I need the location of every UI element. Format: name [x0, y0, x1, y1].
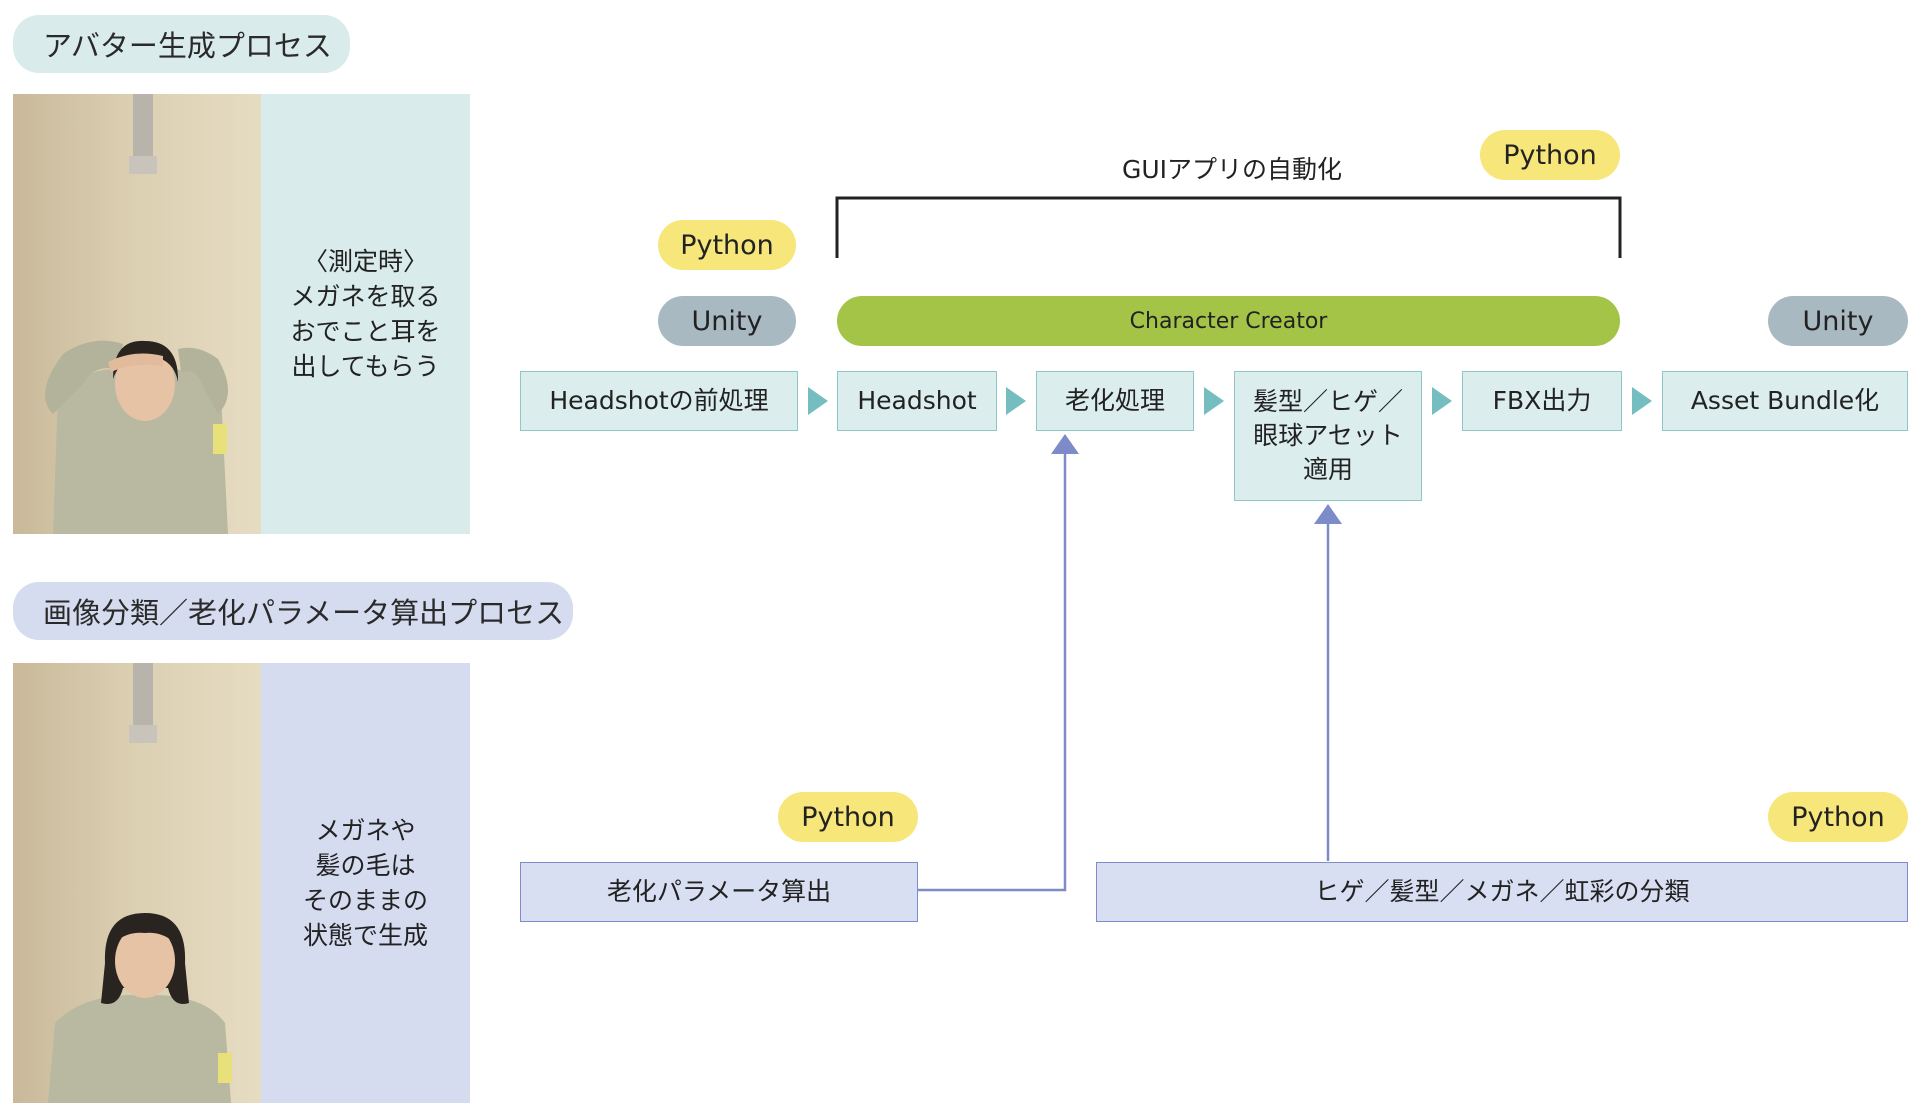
photo-measurement: [13, 94, 261, 534]
gui-automation-label: GUIアプリの自動化: [1122, 155, 1343, 184]
pipeline-step-fbx-export: FBX出力: [1462, 371, 1622, 431]
pipeline-step-headshot-preprocess: Headshotの前処理: [520, 371, 798, 431]
classification-arrowhead: [1314, 504, 1342, 524]
classification-process-title: 画像分類／老化パラメータ算出プロセス: [13, 582, 573, 640]
avatar-process-title: アバター生成プロセス: [13, 15, 350, 73]
note-measurement: 〈測定時〉 メガネを取る おでこと耳を 出してもらう: [261, 94, 470, 534]
flow-arrow-4: [1432, 387, 1452, 415]
flow-arrow-5: [1632, 387, 1652, 415]
pipeline-step-headshot: Headshot: [837, 371, 997, 431]
unity-tag-assetbundle: Unity: [1768, 296, 1908, 346]
python-tag-gui: Python: [1480, 130, 1620, 180]
aging-params-box: 老化パラメータ算出: [520, 862, 918, 922]
python-tag-classification: Python: [1768, 792, 1908, 842]
flow-arrow-3: [1204, 387, 1224, 415]
python-tag-aging: Python: [778, 792, 918, 842]
person-portrait-image: [13, 663, 261, 1103]
aging-arrowhead: [1051, 434, 1079, 454]
unity-tag-preprocess: Unity: [658, 296, 796, 346]
classification-box: ヒゲ／髪型／メガネ／虹彩の分類: [1096, 862, 1908, 922]
gui-automation-bracket: [835, 196, 1622, 258]
flow-arrow-1: [808, 387, 828, 415]
flow-arrow-2: [1006, 387, 1026, 415]
aging-params-connector: [917, 448, 1067, 892]
photo-as-is: [13, 663, 261, 1103]
note-as-is: メガネや 髪の毛は そのままの 状態で生成: [261, 663, 470, 1103]
pipeline-step-assetbundle: Asset Bundle化: [1662, 371, 1908, 431]
person-hands-on-head-image: [13, 94, 261, 534]
python-tag-preprocess: Python: [658, 220, 796, 270]
character-creator-bar: Character Creator: [837, 296, 1620, 346]
pipeline-step-aging: 老化処理: [1036, 371, 1194, 431]
pipeline-step-assets: 髪型／ヒゲ／ 眼球アセット 適用: [1234, 371, 1422, 501]
